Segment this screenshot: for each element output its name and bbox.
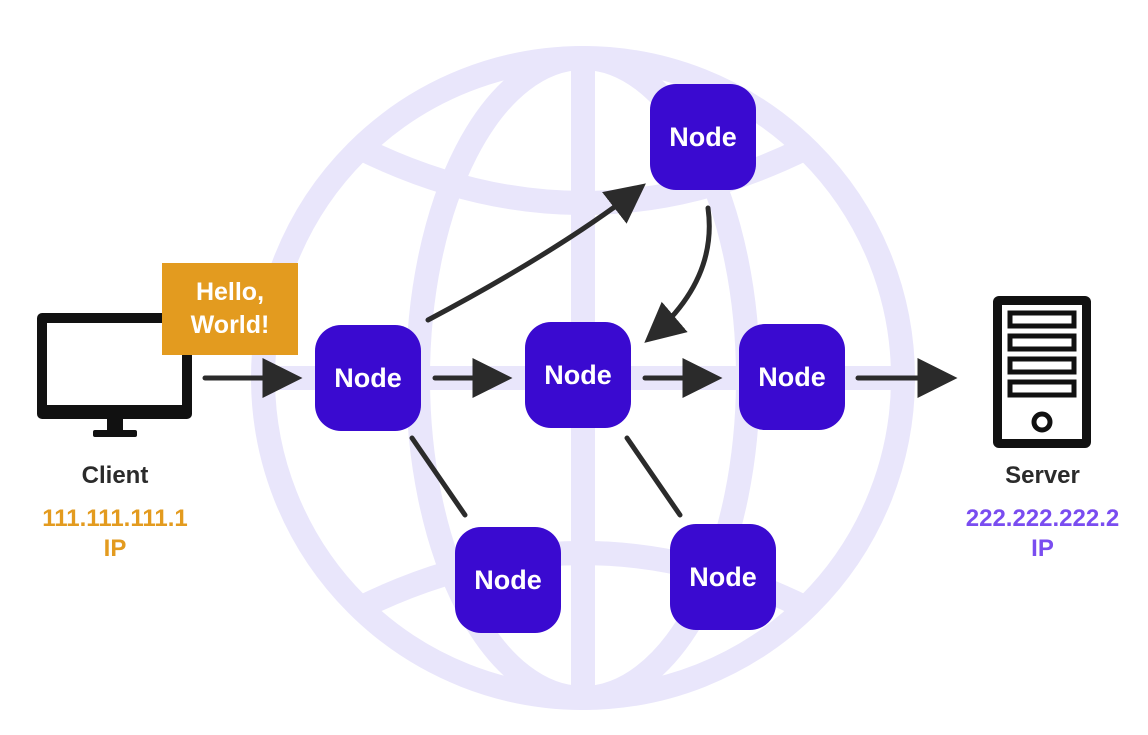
- node-label: Node: [669, 121, 737, 152]
- client-ip-label: IP: [103, 535, 127, 562]
- arrow-node-left-to-top: [425, 183, 646, 323]
- node-right: Node: [739, 324, 845, 430]
- node-label: Node: [474, 564, 542, 595]
- link-node-left-to-bottom-left: [409, 435, 468, 518]
- node-center: Node: [525, 322, 631, 428]
- node-label: Node: [334, 362, 402, 393]
- node-left: Node: [315, 325, 421, 431]
- node-label: Node: [544, 359, 612, 390]
- node-top: Node: [650, 84, 756, 190]
- connections: [202, 183, 958, 518]
- node-label: Node: [758, 361, 826, 392]
- client-name: Client: [81, 462, 149, 489]
- arrow-node-top-to-center: [644, 205, 712, 343]
- server-name: Server: [1005, 462, 1080, 489]
- client-ip: 111.111.111.1: [42, 505, 188, 532]
- server-ip: 222.222.222.2: [965, 505, 1120, 532]
- message-text: Hello, World!: [190, 278, 270, 339]
- client-label-group: Client 111.111.111.1 IP: [15, 462, 215, 564]
- server-label-group: Server 222.222.222.2 IP: [940, 462, 1145, 564]
- node-bottom-right: Node: [670, 524, 776, 630]
- server-ip-label: IP: [1031, 535, 1054, 562]
- node-label: Node: [689, 561, 757, 592]
- link-node-center-to-bottom-right: [624, 435, 683, 518]
- monitor-icon: [37, 313, 192, 437]
- node-bottom-left: Node: [455, 527, 561, 633]
- server-tower-icon: [993, 296, 1091, 448]
- message-box: Hello, World!: [162, 263, 298, 355]
